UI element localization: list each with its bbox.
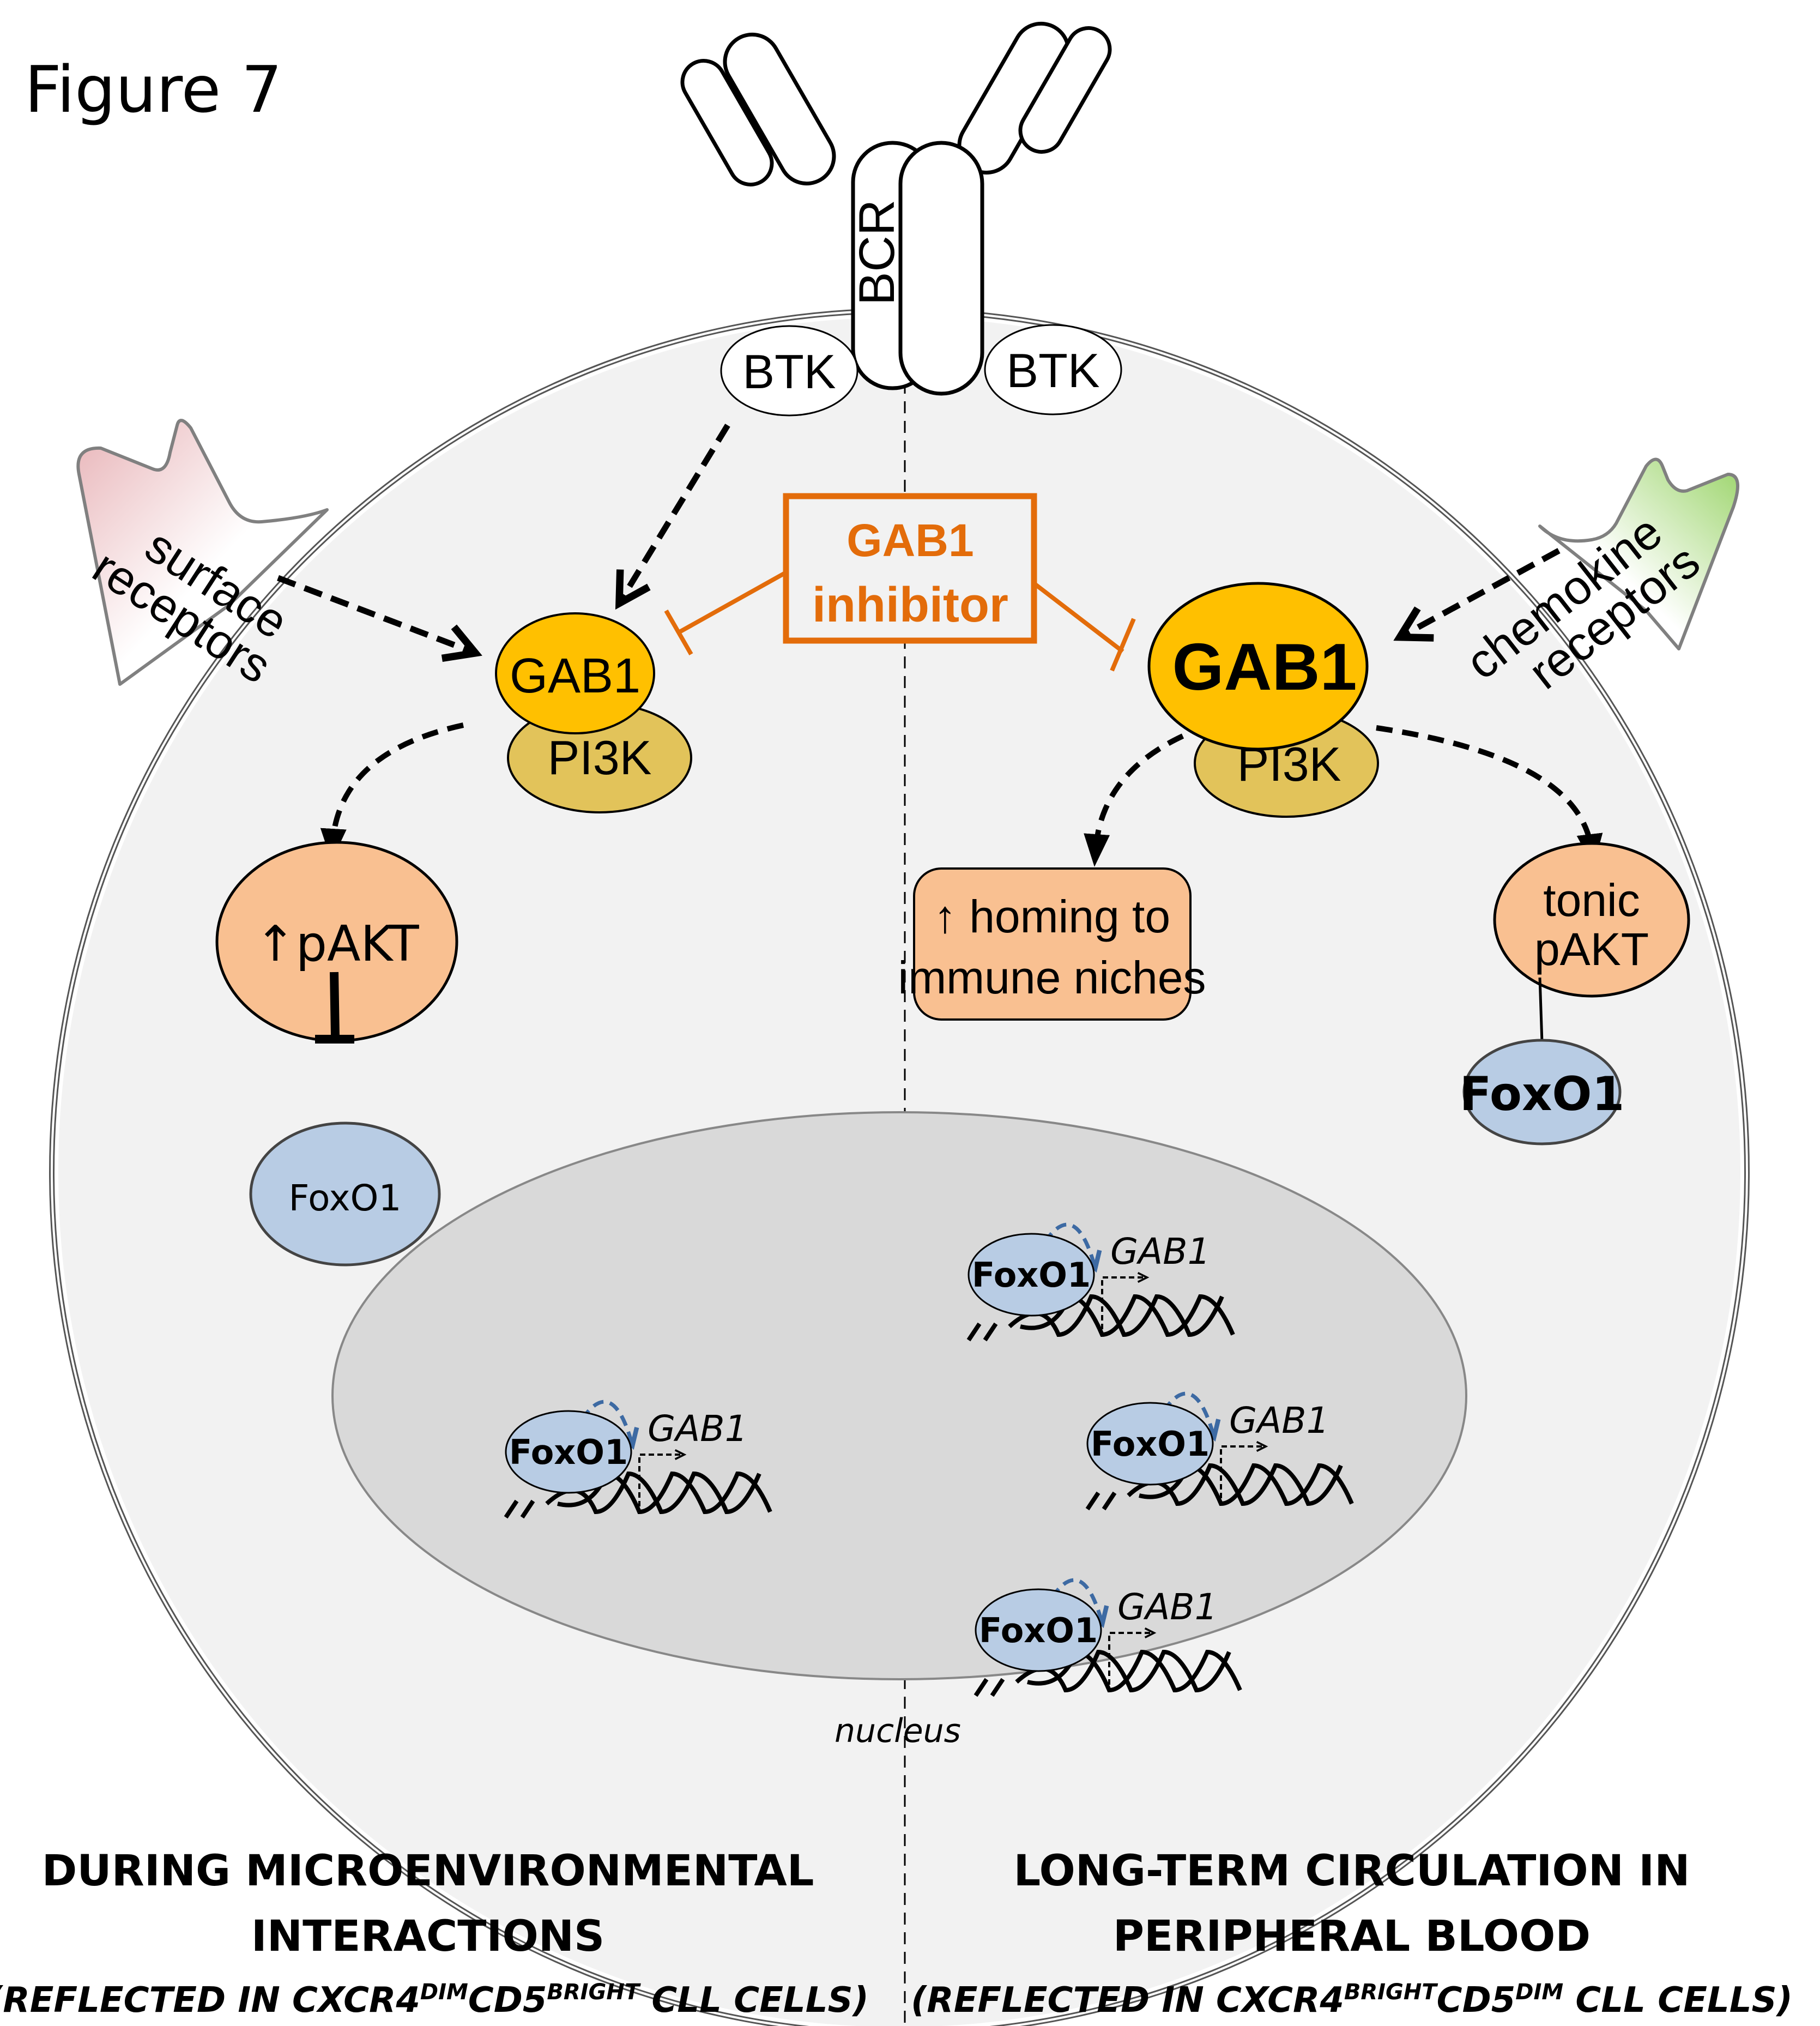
foxo1-label: FoxO1 [1091, 1424, 1210, 1464]
nucleus-label: nucleus [835, 1712, 961, 1750]
svg-text:(REFLECTED IN CXCR4DIMCD5BRIGH: (REFLECTED IN CXCR4DIMCD5BRIGHT CLL CELL… [0, 1980, 869, 2021]
promoter-arrow [638, 1449, 687, 1506]
right-nucleus-foxo1-2: FoxO1 GAB1 [1085, 1391, 1354, 1511]
left-gab1: GAB1 [495, 612, 655, 734]
svg-text:GAB1: GAB1 [1172, 630, 1357, 704]
gab1-inhibitor-box: GAB1 inhibitor [783, 493, 1037, 644]
svg-text:FoxO1: FoxO1 [289, 1177, 402, 1219]
btk-left: BTK [720, 325, 858, 417]
svg-text:inhibitor: inhibitor [812, 578, 1008, 632]
inhibition-line-right [1032, 581, 1136, 672]
svg-text:BTK: BTK [742, 345, 836, 399]
svg-text:DURING MICROENVIRONMENTAL: DURING MICROENVIRONMENTAL [42, 1847, 814, 1896]
gene-label: GAB1 [1229, 1400, 1329, 1442]
foxo1-node [505, 1410, 632, 1494]
svg-text:PERIPHERAL BLOOD: PERIPHERAL BLOOD [1113, 1912, 1591, 1961]
arrow-right-pi3k-to-tonic [1376, 725, 1603, 867]
chemokine-receptor-shape [1538, 457, 1739, 650]
right-gab1: GAB1 [1147, 582, 1369, 751]
btk-right: BTK [984, 324, 1122, 415]
svg-text:↑ homing to: ↑ homing to [934, 891, 1170, 942]
arrow-btk-to-gab1 [615, 424, 730, 610]
svg-text:BTK: BTK [1006, 343, 1099, 397]
tonic-pakt: tonic pAKT [1493, 842, 1690, 998]
bcr-receptor [680, 21, 1112, 396]
gene-label: GAB1 [648, 1408, 748, 1450]
foxo1-label: FoxO1 [972, 1255, 1091, 1295]
foxo1-node [975, 1588, 1102, 1672]
foxo1-label: FoxO1 [979, 1611, 1098, 1650]
nucleus [331, 1111, 1467, 1680]
svg-text:GAB1: GAB1 [510, 649, 640, 703]
foxo1-node [968, 1233, 1095, 1317]
svg-text:PI3K: PI3K [548, 731, 652, 785]
foxo1-label: FoxO1 [509, 1432, 628, 1472]
svg-text:↑pAKT: ↑pAKT [255, 915, 419, 973]
figure-title: Figure 7 [25, 52, 282, 127]
promoter-arrow [1101, 1271, 1150, 1329]
svg-text:immune niches: immune niches [898, 952, 1206, 1003]
surface-receptor-shape [76, 419, 329, 686]
arrow-left-pi3k-to-pakt [320, 722, 464, 861]
left-nucleus-foxo1: FoxO1 GAB1 [504, 1400, 772, 1519]
arrow-right-pi3k-to-homing [1084, 733, 1184, 867]
promoter-arrow [1108, 1627, 1157, 1685]
inhibition-line-left [664, 570, 787, 655]
right-heading: LONG-TERM CIRCULATION IN PERIPHERAL BLOO… [911, 1847, 1793, 2021]
bcr-label: BCR [849, 200, 905, 305]
svg-text:(REFLECTED IN CXCR4BRIGHTCD5DI: (REFLECTED IN CXCR4BRIGHTCD5DIM CLL CELL… [911, 1980, 1793, 2021]
right-foxo1: FoxO1 [1460, 1039, 1625, 1145]
left-foxo1: FoxO1 [249, 1121, 441, 1267]
svg-text:INTERACTIONS: INTERACTIONS [251, 1912, 604, 1961]
left-bar [315, 972, 354, 1044]
svg-text:pAKT: pAKT [1534, 924, 1649, 975]
left-pakt: ↑pAKT [215, 841, 458, 1042]
gene-label: GAB1 [1117, 1586, 1218, 1628]
svg-text:GAB1: GAB1 [846, 515, 974, 566]
right-nucleus-foxo1-3: FoxO1 GAB1 [974, 1578, 1242, 1697]
promoter-arrow [1220, 1440, 1268, 1498]
arrow-chemokine-to-gab1 [1393, 548, 1561, 642]
gene-label: GAB1 [1110, 1231, 1211, 1273]
svg-text:FoxO1: FoxO1 [1460, 1067, 1625, 1121]
arrow-surface-to-gab1 [277, 575, 482, 662]
homing-box: ↑ homing to immune niches [898, 867, 1206, 1021]
left-heading: DURING MICROENVIRONMENTAL INTERACTIONS (… [0, 1847, 869, 2021]
foxo1-node [1086, 1402, 1214, 1486]
right-nucleus-foxo1-1: FoxO1 GAB1 [966, 1222, 1235, 1342]
svg-text:LONG-TERM CIRCULATION IN: LONG-TERM CIRCULATION IN [1014, 1847, 1690, 1896]
svg-text:tonic: tonic [1543, 875, 1640, 926]
